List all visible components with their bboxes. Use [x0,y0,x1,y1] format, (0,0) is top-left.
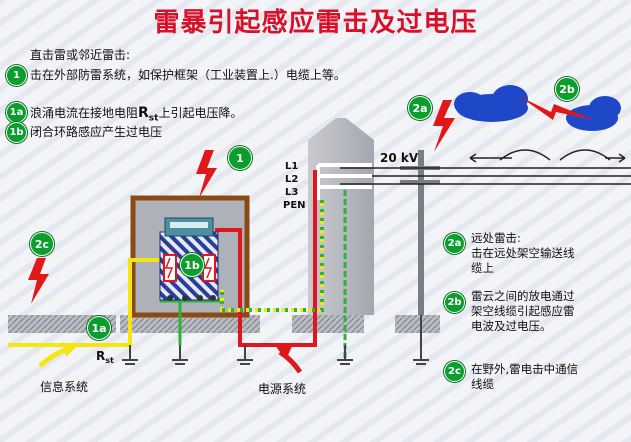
note-2c: 在野外,雷电击中通信 线缆 [471,362,578,392]
thundercloud-right [566,96,621,131]
cloud-to-cloud-bolt-icon [519,96,594,120]
badge-2b: 2b [555,77,579,101]
pole-crossarm [400,180,440,184]
protection-frame [130,195,250,318]
pen-line-green [220,200,324,312]
note-2b-line: 雷云之间的放电通过 [471,289,575,303]
field-strike-bolt-icon [28,258,49,304]
note-heading: 直击雷或邻近雷击: [30,48,131,62]
note-1a-before: 浪涌电流在接地电阻 [30,106,139,120]
badge-1b-note: 1b [6,122,27,143]
resistor-label: Rst [96,349,114,365]
surge-arrow-power-head [274,344,292,360]
note-2a-line: 击在远处架空输送线 [471,246,575,260]
earth-symbols [122,359,429,365]
note-2c-line: 线缆 [471,377,494,391]
note-2a-line: 远处雷击: [471,231,521,245]
note-1b: 闭合环路感应产生过电压 [30,125,163,139]
ground-center [120,315,260,333]
terminal-dot [197,295,203,301]
note-1a-subscript: st [148,113,159,124]
thundercloud-left [454,85,528,122]
power-line-red [215,170,317,347]
terminal-dot [182,295,188,301]
badge-2a-note: 2a [444,233,465,254]
badge-1: 1 [228,146,252,170]
equipment-screen [170,222,208,228]
label-l3: L3 [285,187,298,198]
pole [418,150,424,315]
surge-wave-icon [559,149,611,161]
label-l1: L1 [285,161,298,172]
spd-bolt-icon [164,257,174,279]
transformer-tower [308,118,374,315]
ground-pole [395,315,440,333]
note-2c-line: 在野外,雷电击中通信 [471,362,579,376]
info-system-label: 信息系统 [40,380,89,394]
note-2b-line: 电波及过电压。 [471,319,552,333]
note-1a: 浪涌电流在接地电阻Rst上引起电压降。 [30,106,242,125]
badge-1a: 1a [87,316,111,340]
badge-2a: 2a [408,96,432,120]
ground-substation [292,315,364,333]
surge-wave-icon [499,149,551,161]
badge-1-note: 1 [6,65,27,86]
badge-2b-note: 2b [444,292,465,313]
surge-arrow-info-head [62,342,76,357]
note-2a: 远处雷击: 击在远处架空输送线 缆上 [471,231,575,276]
direct-strike-bolt-icon [196,150,217,198]
wave-arrow-icon [605,153,626,163]
terminal-dot [167,295,173,301]
terminal-dot [210,295,216,301]
badge-2c-note: 2c [444,361,465,382]
page-title: 雷暴引起感应雷击及过电压 [153,8,478,38]
voltage-label: 20 kV [380,151,419,165]
note-2b: 雷云之间的放电通过 架空线缆引起感应雷 电波及过电压。 [471,289,575,334]
badge-1b: 1b [180,253,204,277]
label-pen: PEN [283,200,306,211]
badge-2c: 2c [30,232,54,256]
note-1a-after: 上引起电压降。 [158,106,243,120]
label-l2: L2 [285,174,298,185]
note-1a-symbol: R [138,105,149,121]
power-system-label: 电源系统 [258,382,307,396]
remote-strike-bolt-icon [433,100,455,152]
note-2a-line: 缆上 [471,261,494,275]
note-1: 击在外部防雷系统，如保护框架（工业装置上.）电缆上等。 [30,68,346,82]
note-2b-line: 架空线缆引起感应雷 [471,304,575,318]
wave-arrow-head [469,153,477,163]
spd-bolt-icon [203,257,213,279]
